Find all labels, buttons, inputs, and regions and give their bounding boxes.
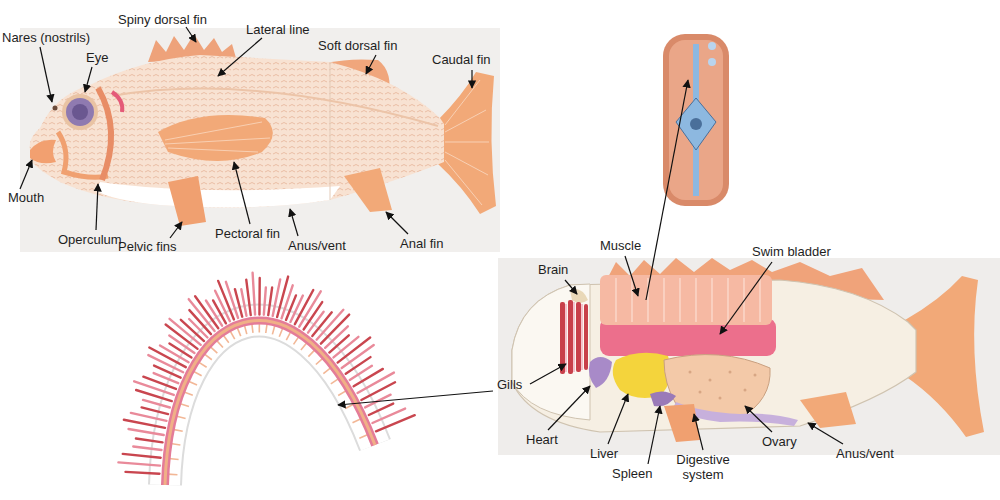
part-label: Swim bladder [752, 244, 831, 259]
gill-part [136, 438, 163, 442]
gill-part [165, 321, 375, 485]
gill-part [253, 273, 255, 315]
gill-part [154, 366, 181, 378]
gill-part [268, 288, 272, 316]
gill-part [165, 321, 375, 485]
part-label: Operculum [58, 232, 122, 247]
gill-part [165, 321, 375, 485]
part-label: Heart [526, 432, 558, 447]
gill-part [282, 285, 293, 318]
gill-part [142, 407, 169, 414]
leader-arrows [20, 27, 843, 464]
gill-part [126, 472, 160, 474]
gill-part [358, 373, 394, 393]
gill-part [241, 289, 246, 315]
part-label: Muscle [600, 238, 641, 253]
dissected-fish [498, 258, 1000, 455]
gill-part [258, 278, 261, 315]
part-label: Pectoral fin [215, 226, 280, 241]
gill-part [226, 282, 238, 318]
gill-part [369, 404, 393, 415]
gill-part [169, 343, 191, 357]
gill-part [329, 335, 348, 352]
part-label: Nares (nostrils) [2, 30, 90, 45]
gill-part [361, 382, 395, 400]
gill-part [165, 321, 375, 485]
part-label: Mouth [8, 190, 44, 205]
gill-part [143, 400, 170, 408]
gill-part [131, 413, 167, 421]
part-label: Ovary [762, 434, 797, 449]
gill-part [290, 296, 302, 322]
part-label: Gills [497, 377, 522, 392]
cross-section [663, 34, 729, 206]
gill-part [277, 277, 288, 317]
part-label: Anus/vent [288, 238, 346, 253]
part-label: Spleen [612, 466, 652, 481]
gill-detail [118, 273, 414, 485]
gill-part [286, 295, 296, 320]
gill-part [134, 381, 174, 395]
part-label: Liver [590, 446, 618, 461]
external-fish [20, 28, 500, 252]
part-label: Anal fin [400, 236, 443, 251]
part-label: Anus/vent [836, 446, 894, 461]
gill-part [264, 287, 266, 314]
part-label: Pelvic fins [118, 239, 177, 254]
part-label: Caudal fin [432, 52, 491, 67]
part-label: Spiny dorsal fin [118, 12, 207, 27]
gill-part [213, 300, 226, 323]
gill-part [133, 446, 161, 449]
gill-part [376, 415, 415, 431]
gill-part [346, 357, 371, 374]
part-label: Lateral line [246, 22, 310, 37]
gill-part [123, 454, 161, 458]
part-label: Brain [538, 262, 568, 277]
gill-part [118, 462, 160, 465]
part-label: Digestive system [666, 452, 740, 482]
gill-part [354, 369, 383, 386]
gill-part [333, 337, 358, 358]
gill-part [124, 420, 165, 428]
part-label: Soft dorsal fin [318, 38, 398, 53]
gill-part [143, 377, 176, 389]
part-label: Eye [86, 50, 108, 65]
gill-part [246, 280, 250, 315]
gill-part [308, 312, 324, 333]
gill-part [129, 429, 164, 435]
